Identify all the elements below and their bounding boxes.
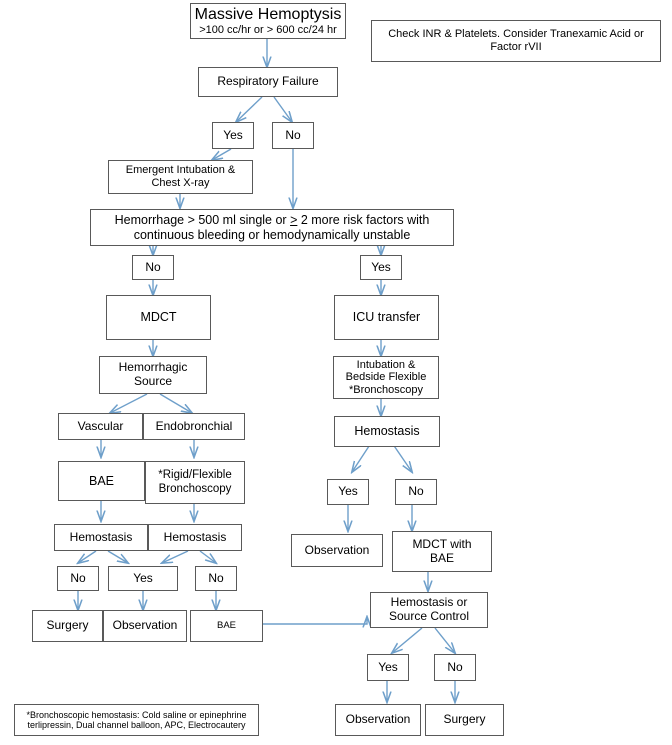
node-right-yes-2[interactable]: Yes (367, 654, 409, 681)
node-hemostasis-mid[interactable]: Hemostasis (148, 524, 242, 551)
node-hemorrhagic-source-line1: Hemorrhagic (118, 360, 188, 375)
node-mdct-with-bae-line1: MDCT with (412, 536, 472, 551)
node-bae-bottom[interactable]: BAE (190, 610, 263, 642)
node-icu-transfer[interactable]: ICU transfer (334, 295, 439, 340)
node-hemorrhage-line2: continuous bleeding or hemodynamically u… (133, 227, 411, 242)
node-intubation-bedside-line3: *Bronchoscopy (349, 383, 423, 396)
node-emergent-intubation-line1: Emergent Intubation & (125, 164, 236, 177)
node-emergent-intubation-chest-xray[interactable]: Emergent Intubation & Chest X-ray (108, 160, 253, 194)
node-surgery-right-label: Surgery (443, 712, 486, 727)
footnote-line1: *Bronchoscopic hemostasis: Cold saline o… (26, 709, 247, 720)
node-observation-right-1[interactable]: Observation (291, 534, 383, 567)
node-icu-transfer-label: ICU transfer (352, 310, 421, 325)
node-mdct-with-bae[interactable]: MDCT with BAE (392, 531, 492, 572)
node-massive-hemoptysis-subtitle: >100 cc/hr or > 600 cc/24 hr (199, 23, 337, 36)
node-rigid-flexible-line2: Bronchoscopy (158, 482, 232, 495)
node-vascular[interactable]: Vascular (58, 413, 143, 440)
node-bae-left-label: BAE (88, 473, 114, 488)
node-left-no-1-label: No (70, 570, 86, 585)
node-hemostasis-mid-label: Hemostasis (163, 529, 227, 544)
node-surgery-left-label: Surgery (46, 618, 89, 633)
node-intubation-bedside-line2: Bedside Flexible (345, 371, 427, 384)
node-rf-no[interactable]: No (272, 122, 314, 149)
footnote-line2: terlipressin, Dual channel balloon, APC,… (27, 720, 246, 730)
node-observation-left-label: Observation (112, 618, 178, 633)
node-surgery-right[interactable]: Surgery (425, 704, 504, 736)
hemorrhage-gte-symbol: > (290, 213, 298, 228)
node-mdct-with-bae-line2: BAE (429, 550, 454, 565)
node-hemostasis-source-line1: Hemostasis or (390, 595, 468, 610)
node-rf-yes[interactable]: Yes (212, 122, 254, 149)
node-respiratory-failure-label: Respiratory Failure (217, 74, 319, 89)
node-left-yes[interactable]: Yes (108, 566, 178, 591)
node-rf-yes-label: Yes (223, 127, 243, 142)
node-hemostasis-left[interactable]: Hemostasis (54, 524, 148, 551)
node-observation-left[interactable]: Observation (103, 610, 187, 642)
node-hemorrhagic-source-line2: Source (133, 374, 173, 388)
node-bae-bottom-label: BAE (216, 619, 236, 631)
node-respiratory-failure[interactable]: Respiratory Failure (198, 67, 338, 97)
node-emergent-intubation-line2: Chest X-ray (151, 177, 210, 189)
node-intubation-bedside-bronchoscopy[interactable]: Intubation & Bedside Flexible *Bronchosc… (333, 356, 439, 399)
node-right-yes-2-label: Yes (378, 659, 398, 674)
node-right-yes-1-label: Yes (338, 484, 358, 499)
node-massive-hemoptysis-title: Massive Hemoptysis (194, 6, 342, 24)
node-observation-right-2-label: Observation (345, 712, 411, 727)
node-observation-right-1-label: Observation (304, 542, 370, 557)
node-left-no-1[interactable]: No (57, 566, 99, 591)
node-right-no-1[interactable]: No (395, 479, 437, 505)
node-massive-hemoptysis[interactable]: Massive Hemoptysis >100 cc/hr or > 600 c… (190, 3, 346, 39)
node-intubation-bedside-line1: Intubation & (356, 358, 416, 371)
node-hemostasis-source-line2: Source Control (388, 609, 470, 623)
node-rigid-flexible-line1: *Rigid/Flexible (158, 469, 232, 482)
node-hemostasis-right[interactable]: Hemostasis (334, 416, 440, 447)
node-right-no-2[interactable]: No (434, 654, 476, 681)
node-hemostasis-left-label: Hemostasis (69, 529, 133, 544)
hemorrhage-text-c: 2 more risk factors with (297, 213, 430, 228)
node-hemorrhage-no[interactable]: No (132, 255, 174, 280)
footnote-bronchoscopic-hemostasis[interactable]: *Bronchoscopic hemostasis: Cold saline o… (14, 704, 259, 736)
node-hemostasis-right-label: Hemostasis (354, 424, 420, 439)
node-hemorrhage-yes[interactable]: Yes (360, 255, 402, 280)
note-check-inr-platelets[interactable]: Check INR & Platelets. Consider Tranexam… (371, 20, 661, 62)
node-endobronchial[interactable]: Endobronchial (143, 413, 245, 440)
node-hemorrhage-no-label: No (145, 259, 161, 274)
note-check-inr-platelets-label: Check INR & Platelets. Consider Tranexam… (388, 28, 644, 53)
node-surgery-left[interactable]: Surgery (32, 610, 103, 642)
node-hemostasis-or-source-control[interactable]: Hemostasis or Source Control (370, 592, 488, 628)
node-rf-no-label: No (285, 127, 301, 142)
node-rigid-flexible-bronchoscopy[interactable]: *Rigid/Flexible Bronchoscopy (145, 461, 245, 504)
node-hemorrhage-line1: Hemorrhage > 500 ml single or > 2 more r… (93, 213, 451, 227)
node-mdct[interactable]: MDCT (106, 295, 211, 340)
node-left-yes-label: Yes (133, 570, 153, 585)
node-right-yes-1[interactable]: Yes (327, 479, 369, 505)
node-observation-right-2[interactable]: Observation (335, 704, 421, 736)
node-left-no-2-label: No (208, 570, 224, 585)
node-vascular-label: Vascular (77, 418, 124, 433)
node-hemorrhage-yes-label: Yes (371, 259, 391, 274)
node-right-no-1-label: No (408, 484, 424, 499)
node-bae-left[interactable]: BAE (58, 461, 145, 501)
node-endobronchial-label: Endobronchial (155, 418, 233, 433)
node-hemorrhagic-source[interactable]: Hemorrhagic Source (99, 356, 207, 394)
node-right-no-2-label: No (447, 659, 463, 674)
node-hemorrhage-criteria[interactable]: Hemorrhage > 500 ml single or > 2 more r… (90, 209, 454, 246)
node-mdct-label: MDCT (140, 310, 177, 325)
node-left-no-2[interactable]: No (195, 566, 237, 591)
hemorrhage-text-a: Hemorrhage > 500 ml single or (114, 213, 291, 228)
